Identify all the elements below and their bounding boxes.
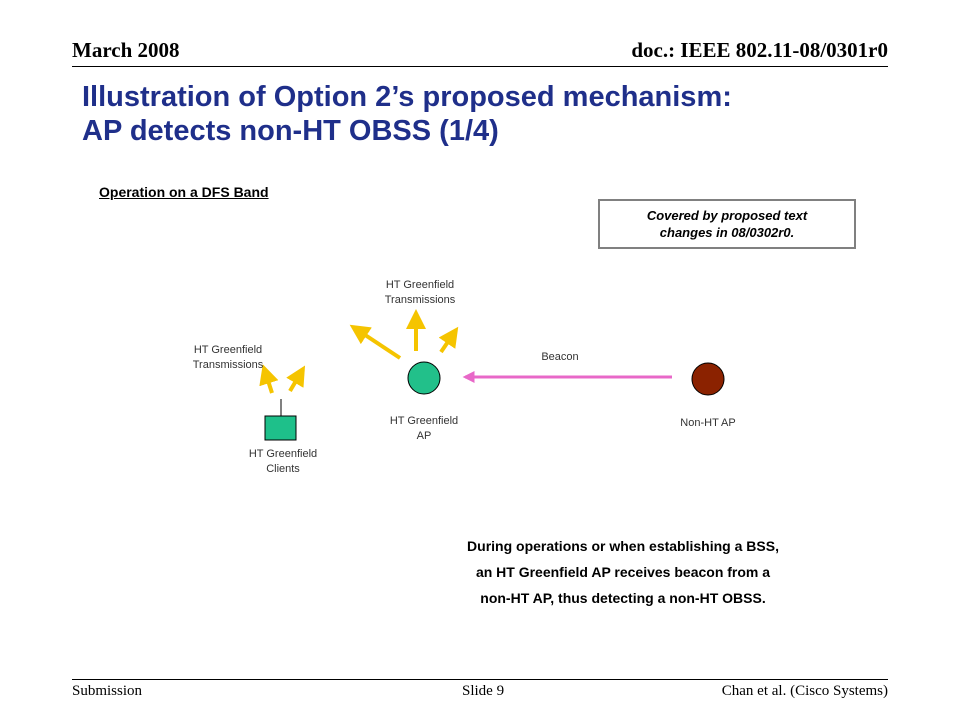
non-ht-ap-node	[691, 362, 725, 396]
ht-greenfield-clients-label-line-2: Clients	[266, 463, 300, 475]
ht-greenfield-ap-label-line-1: HT Greenfield	[389, 415, 459, 427]
beacon-label: Beacon	[541, 351, 579, 363]
header-date: March 2008	[72, 38, 180, 62]
ht-greenfield-ap-node	[407, 361, 441, 395]
footer-submission: Submission	[72, 683, 143, 699]
note-line-1: Covered by proposed text	[646, 208, 808, 223]
description-line-2: an HT Greenfield AP receives beacon from…	[475, 564, 771, 580]
client-transmissions-label: HT Greenfield Transmissions	[168, 343, 288, 373]
client-device-icon	[264, 415, 297, 441]
ap-transmission-arrow-left	[349, 324, 402, 360]
note-line-2: changes in 08/0302r0.	[659, 225, 795, 240]
client-transmission-arrow-left	[259, 364, 279, 394]
ht-greenfield-clients-label: HT Greenfield Clients	[223, 447, 343, 477]
ap-transmissions-label-line-1: HT Greenfield	[385, 279, 455, 291]
note-box: Covered by proposed text changes in 08/0…	[598, 199, 856, 249]
slide-title: Illustration of Option 2’s proposed mech…	[82, 80, 882, 148]
ht-greenfield-ap-label-line-2: AP	[416, 430, 432, 442]
non-ht-ap-label: Non-HT AP	[680, 417, 736, 429]
ap-transmissions-label: HT Greenfield Transmissions	[360, 278, 480, 308]
slide-title-line-1: Illustration of Option 2’s proposed mech…	[82, 81, 732, 113]
client-transmissions-label-line-1: HT Greenfield	[193, 344, 263, 356]
footer-slide-number: Slide 9	[462, 683, 505, 699]
client-transmission-arrow-right	[286, 365, 306, 393]
ap-transmissions-label-line-2: Transmissions	[384, 294, 456, 306]
header-doc-id: doc.: IEEE 802.11-08/0301r0	[631, 38, 888, 62]
client-transmissions-label-line-2: Transmissions	[192, 359, 264, 371]
slide-title-line-2: AP detects non-HT OBSS (1/4)	[82, 115, 499, 147]
description-line-1: During operations or when establishing a…	[467, 538, 779, 554]
footer-divider	[72, 679, 888, 680]
ht-greenfield-ap-label: HT Greenfield AP	[364, 414, 484, 444]
ht-greenfield-clients-label-line-1: HT Greenfield	[248, 448, 318, 460]
description-text: During operations or when establishing a…	[420, 533, 826, 611]
header-divider	[72, 66, 888, 67]
note-text: Covered by proposed text changes in 08/0…	[639, 207, 815, 241]
subheading: Operation on a DFS Band	[99, 184, 269, 200]
footer-authors: Chan et al. (Cisco Systems)	[721, 683, 888, 699]
description-line-3: non-HT AP, thus detecting a non-HT OBSS.	[480, 590, 766, 606]
ap-transmission-arrow-right	[438, 326, 459, 354]
